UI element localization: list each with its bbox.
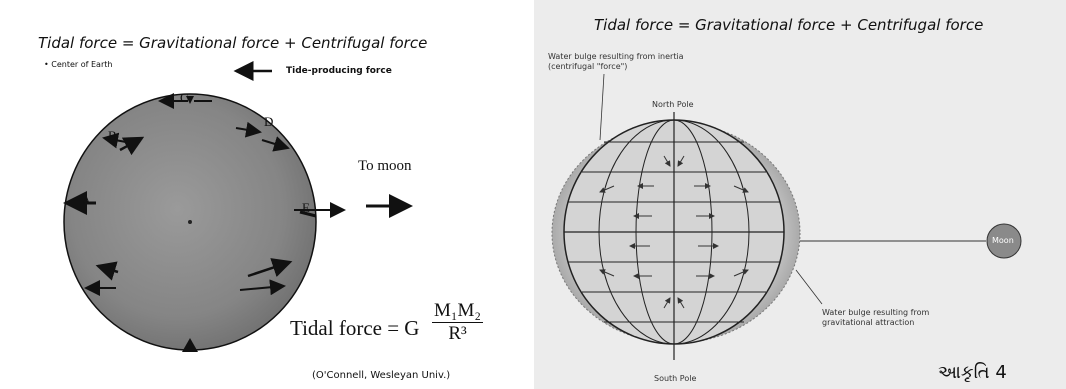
figure-label: આકૃતિ 4 bbox=[938, 362, 1007, 383]
tide-producing-force-legend: Tide-producing force bbox=[286, 66, 392, 76]
right-globe-diagram bbox=[551, 73, 1022, 360]
formula-prefix: Tidal force = G bbox=[290, 316, 420, 340]
formula-numerator: M₁M₂ bbox=[432, 300, 484, 323]
force-arrow-bottom-head bbox=[182, 338, 198, 352]
force-arrow-c-head bbox=[186, 96, 194, 104]
left-title: Tidal force = Gravitational force + Cent… bbox=[38, 34, 428, 52]
force-arrow-d-1 bbox=[235, 121, 262, 138]
force-arrow-se-1 bbox=[247, 258, 293, 278]
tidal-arrows bbox=[599, 155, 749, 309]
formula-fraction: M₁M₂ R³ bbox=[432, 300, 484, 345]
point-label-c: C bbox=[180, 90, 189, 105]
force-arrow-sw-1 bbox=[95, 261, 119, 281]
inertia-pointer bbox=[599, 73, 605, 141]
right-diagram-panel: Tidal force = Gravitational force + Cent… bbox=[534, 0, 1066, 389]
moon-label: Moon bbox=[992, 236, 1014, 245]
point-label-b: B bbox=[108, 128, 117, 143]
north-pole-label: North Pole bbox=[652, 100, 694, 109]
force-arrow-e-2 bbox=[299, 210, 317, 218]
south-pole-label: South Pole bbox=[654, 374, 697, 383]
force-arrow-se-2 bbox=[239, 279, 286, 296]
inertia-bulge-label: Water bulge resulting from inertia (cent… bbox=[548, 52, 684, 71]
point-label-e: E bbox=[302, 200, 310, 215]
force-arrow-d-2 bbox=[261, 136, 290, 152]
left-earth-diagram bbox=[63, 61, 413, 352]
gravity-bulge-label: Water bulge resulting from gravitational… bbox=[822, 308, 930, 327]
point-label-d: D bbox=[264, 114, 274, 129]
point-label-a: A bbox=[82, 193, 91, 207]
gravity-pointer bbox=[795, 269, 823, 305]
right-title: Tidal force = Gravitational force + Cent… bbox=[594, 16, 984, 34]
to-moon-label: To moon bbox=[358, 158, 412, 174]
earth-center-dot bbox=[188, 220, 192, 224]
moon-circle bbox=[986, 223, 1022, 259]
formula-denominator: R³ bbox=[448, 323, 467, 344]
center-of-earth-legend: • Center of Earth bbox=[44, 60, 113, 69]
credit-text: (O'Connell, Wesleyan Univ.) bbox=[312, 370, 451, 381]
left-diagram-panel: Tidal force = Gravitational force + Cent… bbox=[0, 0, 520, 389]
force-arrow-b-2 bbox=[119, 136, 145, 156]
